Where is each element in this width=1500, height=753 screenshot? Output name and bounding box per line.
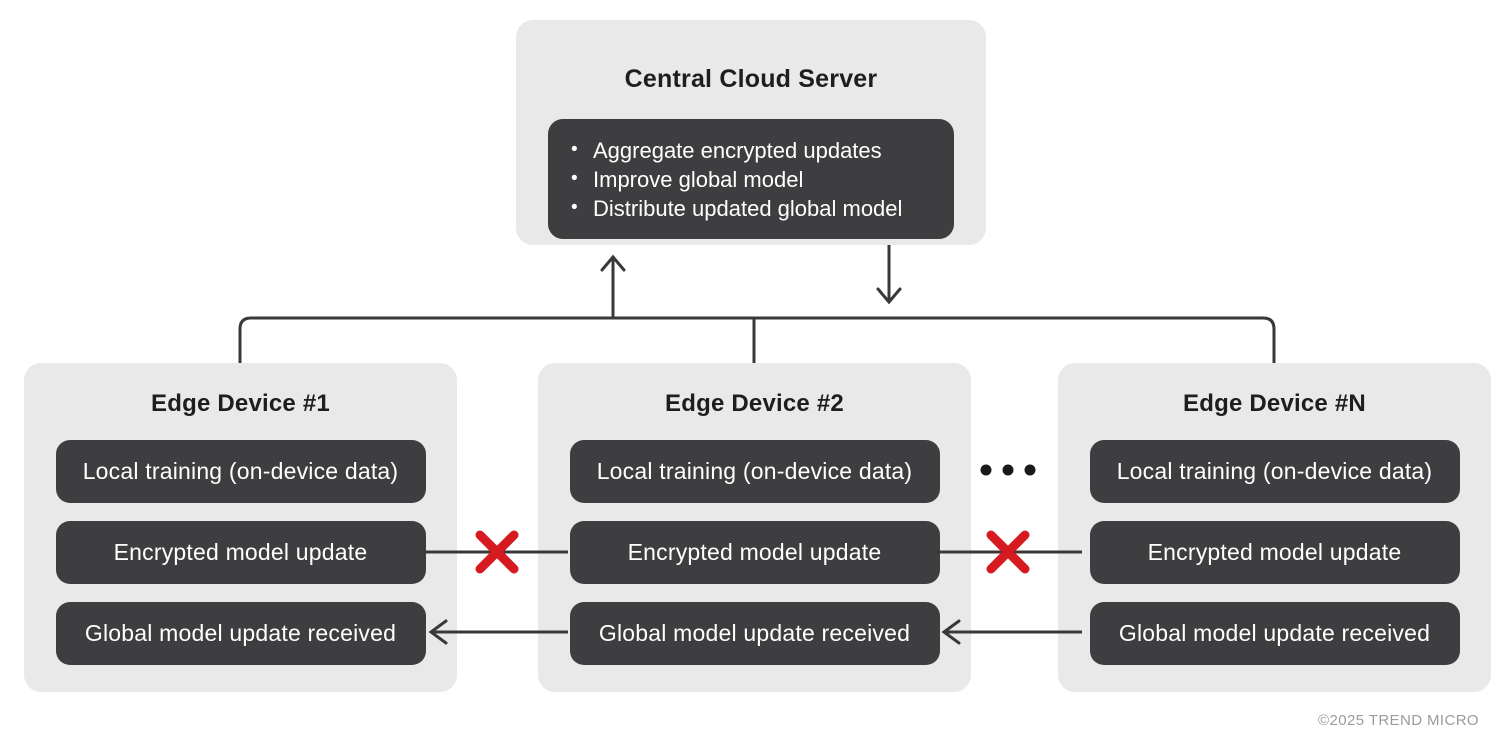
central-cloud-server-panel: Central Cloud Server Aggregate encrypted… [516,20,986,245]
blocked-x-icon [986,530,1030,574]
central-cloud-server-title: Central Cloud Server [624,65,878,93]
edge-device-2-step-local-training: Local training (on-device data) [569,440,940,503]
ellipsis-dots-icon [980,464,1036,476]
edge-device-1-panel: Edge Device #1 Local training (on-device… [24,363,457,692]
cloud-task-item: Distribute updated global model [568,193,902,223]
edge-device-2-title: Edge Device #2 [665,390,844,417]
edge-device-1-step-global-update: Global model update received [55,602,426,665]
edge-device-n-step-encrypted-update: Encrypted model update [1089,521,1460,584]
edge-device-1-step-encrypted-update: Encrypted model update [55,521,426,584]
edge-device-n-panel: Edge Device #N Local training (on-device… [1058,363,1491,692]
cloud-task-list: Aggregate encrypted updates Improve glob… [548,135,902,223]
edge-device-n-title: Edge Device #N [1183,390,1366,417]
cloud-tasks-box: Aggregate encrypted updates Improve glob… [548,119,954,239]
download-arrow-head-icon [876,287,902,305]
edge-device-2-step-global-update: Global model update received [569,602,940,665]
edge-device-n-step-global-update: Global model update received [1089,602,1460,665]
edge-device-2-step-encrypted-update: Encrypted model update [569,521,940,584]
bus-bracket-line [238,316,1276,363]
cloud-task-item: Improve global model [568,164,902,194]
blocked-x-icon [475,530,519,574]
copyright-text: ©2025 TREND MICRO [1318,712,1479,729]
cloud-task-item: Aggregate encrypted updates [568,135,902,165]
edge-device-n-step-local-training: Local training (on-device data) [1089,440,1460,503]
edge-device-2-panel: Edge Device #2 Local training (on-device… [538,363,971,692]
upload-arrow-head-icon [600,254,626,272]
edge-device-1-title: Edge Device #1 [151,390,330,417]
edge-device-1-step-local-training: Local training (on-device data) [55,440,426,503]
